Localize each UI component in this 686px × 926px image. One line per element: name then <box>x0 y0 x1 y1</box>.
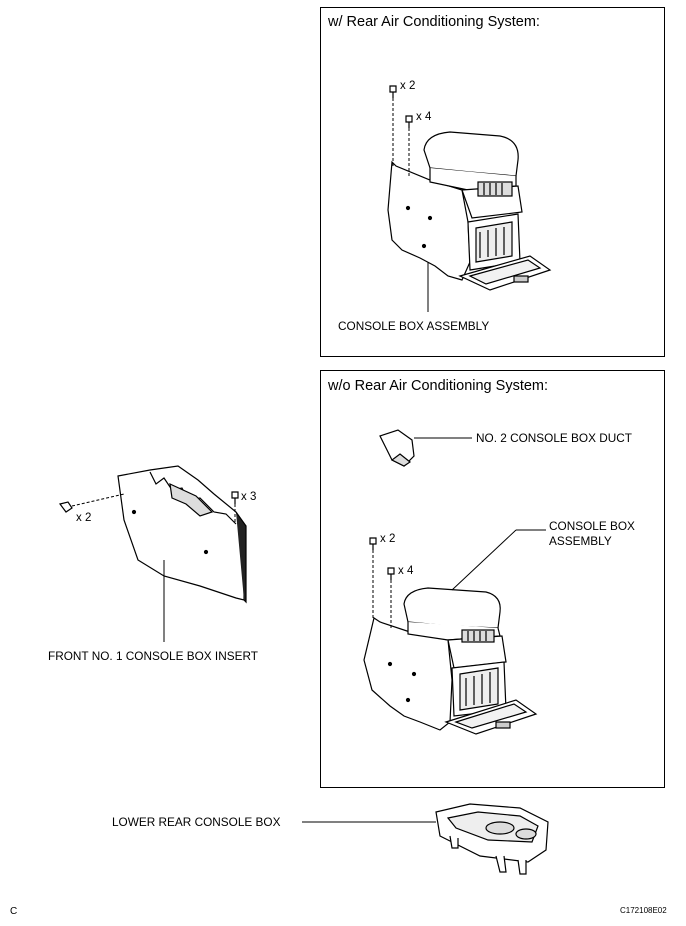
panel-without-rear-ac <box>320 370 665 788</box>
corner-letter: C <box>10 906 18 917</box>
console-box-duct-label: NO. 2 CONSOLE BOX DUCT <box>476 431 633 445</box>
screw-qty-label: x 4 <box>416 111 432 123</box>
screw-qty-label: x 4 <box>398 565 414 577</box>
screw-qty-label: x 3 <box>241 491 257 503</box>
panel-with-rear-ac <box>320 7 665 357</box>
front-console-box-insert-illustration <box>58 465 247 604</box>
lower-rear-console-box-illustration <box>435 803 549 875</box>
screw-qty-label: x 2 <box>380 533 396 545</box>
console-box-assembly-2-illustration <box>363 537 538 735</box>
screw-leader-lines-2 <box>372 550 392 628</box>
front-insert-label: FRONT NO. 1 CONSOLE BOX INSERT <box>48 649 258 663</box>
clip-qty-label: x 2 <box>76 512 92 524</box>
panel-with-rear-ac-title: w/ Rear Air Conditioning System: <box>328 14 540 30</box>
panel-without-rear-ac-title: w/o Rear Air Conditioning System: <box>328 378 549 394</box>
screw-qty-label: x 2 <box>400 80 416 92</box>
console-box-assembly-2-leader <box>451 529 517 591</box>
console-box-assembly-label-line2: ASSEMBLY <box>549 534 612 548</box>
console-box-duct-illustration <box>379 429 415 467</box>
figure-code: C172108E02 <box>620 906 667 915</box>
clip-leader <box>71 493 125 507</box>
lower-rear-console-box-label: LOWER REAR CONSOLE BOX <box>112 815 281 829</box>
screw-leader-lines <box>392 98 410 176</box>
console-box-assembly-label-line1: CONSOLE BOX <box>549 519 635 533</box>
console-box-assembly-label: CONSOLE BOX ASSEMBLY <box>338 319 490 333</box>
console-box-assembly-illustration <box>387 85 552 291</box>
